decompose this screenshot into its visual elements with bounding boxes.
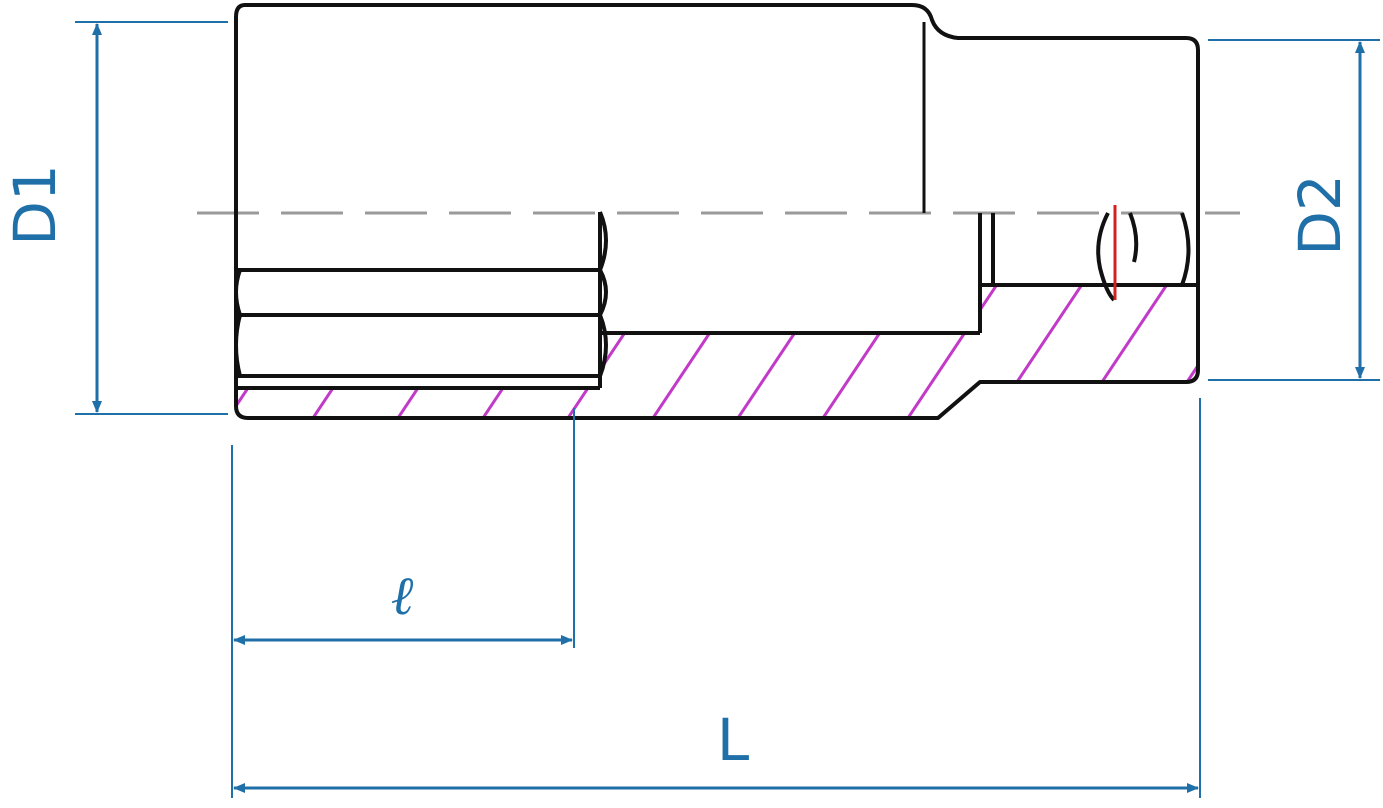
overall-length-dimension: L bbox=[233, 398, 1201, 798]
d1-label: D1 bbox=[1, 164, 69, 246]
drive-square-bore bbox=[600, 212, 1198, 335]
d1-dimension: D1 bbox=[1, 21, 228, 415]
d2-label: D2 bbox=[1286, 174, 1354, 256]
d2-dimension: D2 bbox=[1208, 39, 1380, 381]
section-hatching bbox=[236, 285, 1198, 418]
ball-detent-hole bbox=[1096, 205, 1139, 302]
hex-bore bbox=[234, 211, 608, 390]
overall-length-label: L bbox=[717, 706, 749, 774]
socket-depth-label: ℓ bbox=[391, 564, 414, 627]
socket-depth-dimension: ℓ bbox=[231, 408, 575, 798]
socket-outline bbox=[234, 3, 1200, 420]
